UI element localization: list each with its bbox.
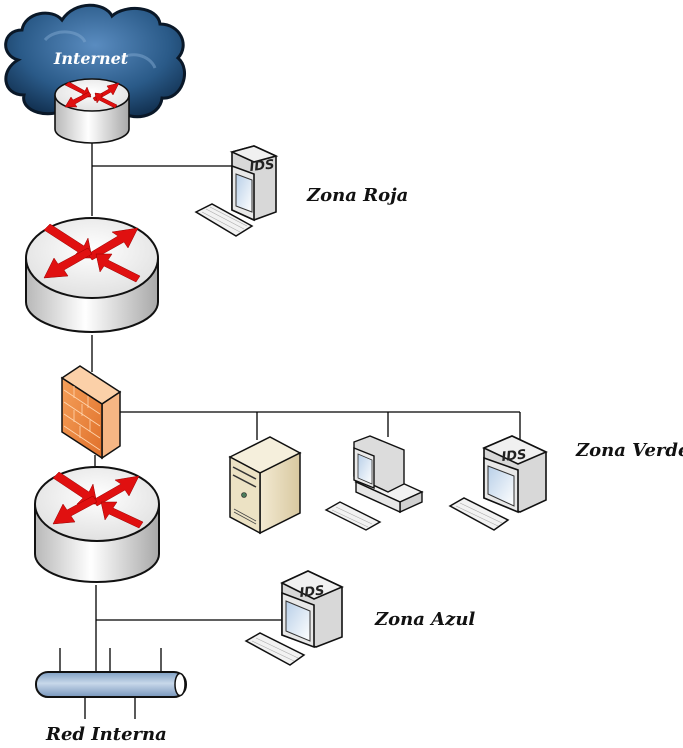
zone-label-azul: Zona Azul [374,609,475,630]
workstation-node[interactable] [324,435,424,531]
router-icon [34,466,160,583]
ids-label: IDS [249,157,275,175]
internal-network-bus[interactable] [35,671,187,698]
ids-azul-node[interactable]: IDS [244,570,344,666]
internet-label: Internet [53,49,129,68]
ids-computer-icon [194,145,279,237]
internal-router-node[interactable] [34,466,160,583]
ids-label: IDS [501,447,527,465]
ids-label: IDS [299,583,325,601]
firewall-icon [60,365,122,460]
zone-label-roja: Zona Roja [306,185,408,206]
zone-label-verde: Zona Verde [575,440,683,461]
firewall-node[interactable] [60,365,122,460]
ids-roja-node[interactable]: IDS [194,145,279,237]
cloud-icon [4,3,187,122]
connections [59,140,521,719]
ids-verde-node[interactable]: IDS [448,435,548,531]
red-interna-label: Red Interna [45,724,167,745]
edge-router-node[interactable] [25,217,159,333]
internet-router-icon [54,78,130,144]
bus-cable-icon [35,671,187,698]
server-node[interactable] [228,436,302,535]
ids-computer-icon [244,570,344,666]
server-icon [228,436,302,535]
router-icon [25,217,159,333]
internet-node[interactable]: Internet [4,3,187,144]
ids-computer-icon [448,435,548,531]
desktop-computer-icon [324,435,424,531]
